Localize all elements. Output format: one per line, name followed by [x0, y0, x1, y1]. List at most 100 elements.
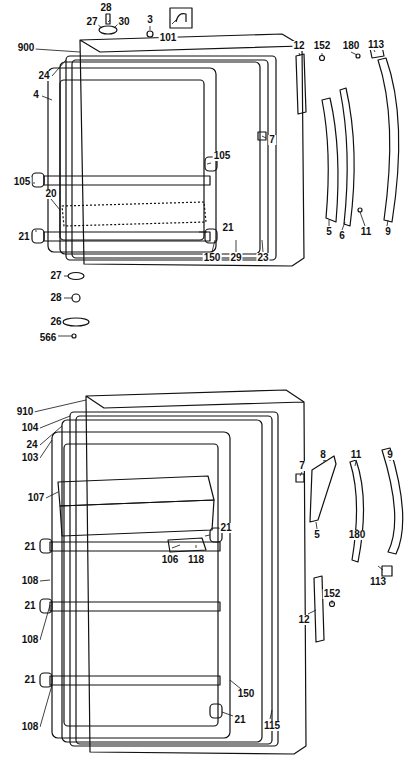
- callout-number: 12: [292, 41, 305, 51]
- callout-number: 104: [21, 423, 40, 433]
- callout-number: 28: [49, 293, 62, 303]
- callout-number: 150: [237, 689, 256, 699]
- bushing: [68, 273, 84, 280]
- end-cap: [210, 704, 222, 718]
- callout-number: 7: [298, 461, 306, 471]
- callout-number: 24: [37, 71, 50, 81]
- callout-number: 152: [323, 589, 342, 599]
- leader-line: [34, 400, 390, 727]
- callout-number: 9: [384, 227, 392, 237]
- callout-number: 24: [25, 440, 38, 450]
- shelf-bar: [44, 232, 210, 241]
- handle-trim: [350, 460, 364, 562]
- shelf-bar: [50, 602, 220, 611]
- callout-number: 21: [17, 232, 30, 242]
- end-cap: [32, 229, 44, 243]
- handle-base: [310, 456, 336, 522]
- end-cap: [40, 599, 52, 613]
- callout-number: 152: [313, 41, 332, 51]
- handle-base: [322, 98, 338, 222]
- shelf-bar: [50, 676, 220, 685]
- callout-number: 21: [23, 601, 36, 611]
- callout-number: 20: [44, 189, 57, 199]
- leader-lines: [34, 20, 390, 727]
- callout-number: 5: [313, 530, 321, 540]
- handle: [378, 58, 399, 222]
- screw: [320, 56, 325, 61]
- callout-number: 8: [319, 450, 327, 460]
- end-cap: [40, 673, 52, 687]
- label-mark: [176, 14, 186, 22]
- lower-door: [40, 390, 403, 754]
- screw: [106, 14, 110, 24]
- callout-number: 21: [23, 542, 36, 552]
- callout-number: 101: [159, 33, 178, 43]
- breaker-strip: [62, 420, 262, 742]
- callout-number: 11: [350, 450, 363, 460]
- callout-number: 6: [338, 231, 346, 241]
- callout-number: 12: [297, 615, 310, 625]
- callout-number: 108: [21, 576, 40, 586]
- callout-number: 5: [325, 227, 333, 237]
- callout-number: 23: [256, 253, 269, 263]
- callout-number: 30: [117, 17, 130, 27]
- hinge-strip: [296, 54, 306, 114]
- screw: [358, 208, 362, 212]
- gasket: [70, 412, 278, 746]
- screw: [72, 334, 76, 338]
- end-cap: [205, 229, 217, 243]
- upper-door: [32, 8, 399, 338]
- callout-number: 21: [233, 715, 246, 725]
- callout-number: 566: [39, 333, 58, 343]
- callout-number: 3: [146, 15, 154, 25]
- callout-number: 108: [21, 635, 40, 645]
- handle: [382, 448, 403, 554]
- callout-number: 28: [99, 3, 112, 13]
- shelf-bar: [50, 542, 220, 551]
- callout-number: 27: [49, 271, 62, 281]
- callout-number: 9: [386, 450, 394, 460]
- callout-number: 27: [85, 17, 98, 27]
- callout-number: 118: [187, 555, 205, 565]
- end-cap: [40, 539, 52, 553]
- callout-number: 4: [32, 90, 40, 100]
- callout-number: 115: [263, 721, 281, 731]
- gasket: [66, 56, 276, 260]
- liner-inner: [64, 444, 218, 726]
- door-liner: [52, 432, 230, 738]
- callout-number: 180: [348, 530, 367, 540]
- callout-number: 29: [229, 253, 242, 263]
- callout-number: 910: [16, 407, 35, 417]
- butter-tray: [168, 538, 206, 552]
- callout-number: 21: [219, 523, 232, 533]
- gasket: [76, 416, 272, 744]
- breaker-strip: [60, 62, 260, 254]
- callout-number: 103: [21, 453, 40, 463]
- handle-cap: [382, 566, 392, 576]
- shelf-bar: [44, 176, 210, 185]
- callout-number: 21: [23, 675, 36, 685]
- callout-number: 108: [21, 722, 40, 732]
- dairy-bin: [60, 500, 214, 536]
- callout-number: 21: [221, 223, 234, 233]
- hinge-strip: [314, 576, 324, 642]
- plug: [147, 31, 153, 37]
- callout-number: 113: [369, 577, 387, 587]
- callout-number: 105: [13, 177, 32, 187]
- shelf-rack: [62, 202, 206, 226]
- callout-number: 113: [367, 40, 385, 50]
- callout-number: 107: [27, 493, 46, 503]
- callout-number: 900: [17, 43, 36, 53]
- instruction-label: [170, 8, 192, 28]
- washer: [72, 294, 80, 302]
- liner-inner: [60, 80, 204, 240]
- door-shell: [80, 34, 304, 266]
- callout-number: 106: [161, 555, 180, 565]
- callout-number: 105: [213, 151, 232, 161]
- gasket: [72, 60, 268, 258]
- end-cap: [32, 173, 44, 187]
- door-liner: [48, 68, 216, 252]
- leader-line: [34, 20, 388, 336]
- callout-number: 26: [49, 317, 62, 327]
